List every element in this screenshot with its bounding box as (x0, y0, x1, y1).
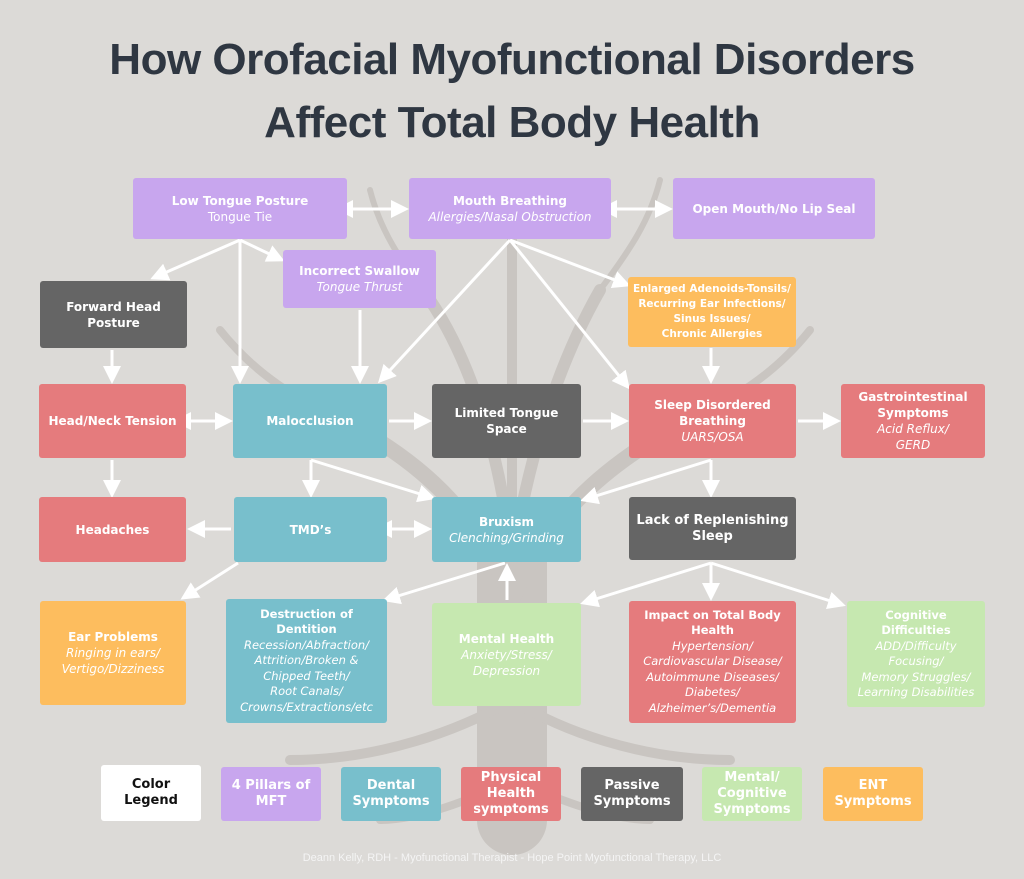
node-title: Low Tongue Posture (171, 193, 309, 208)
arrow-lacksleep-mental (580, 561, 712, 608)
legend-label: Dental Symptoms (352, 778, 430, 809)
node-lack-of-replenishing-sleep: Lack of Replenishing Sleep (629, 497, 796, 560)
node-sleep-disordered-breathing: Sleep Disordered Breathing UARS/OSA (629, 384, 796, 458)
node-open-mouth: Open Mouth/No Lip Seal (673, 178, 875, 239)
node-head-neck-tension: Head/Neck Tension (39, 384, 186, 458)
node-title: Mouth Breathing (452, 193, 567, 208)
legend-ent-symptoms: ENT Symptoms (823, 767, 923, 821)
page-title-line-2: Affect Total Body Health (264, 98, 760, 147)
legend-four-pillars: 4 Pillars of MFT (221, 767, 321, 821)
node-title: Open Mouth/No Lip Seal (692, 201, 856, 216)
node-subtitle: Acid Reflux/ GERD (877, 422, 949, 452)
arrow-bruxism-destruction (382, 561, 506, 605)
node-incorrect-swallow: Incorrect Swallow Tongue Thrust (283, 250, 436, 308)
node-subtitle: ADD/Difficulty Focusing/ Memory Struggle… (857, 638, 975, 700)
node-title: Destruction of Dentition (260, 606, 353, 637)
node-title: Mental Health (458, 631, 555, 646)
node-subtitle: Recession/Abfraction/ Attrition/Broken &… (240, 637, 373, 714)
node-title: Head/Neck Tension (48, 414, 177, 428)
legend-label: Color Legend (124, 777, 178, 808)
node-destruction-of-dentition: Destruction of Dentition Recession/Abfra… (226, 599, 387, 723)
node-title: Cognitive Difficulties (881, 607, 951, 638)
legend-label: 4 Pillars of MFT (231, 778, 311, 809)
node-malocclusion: Malocclusion (233, 384, 387, 458)
legend-mental-cognitive: Mental/ Cognitive Symptoms (702, 767, 802, 821)
arrow-mouthbreathing-adenoids (509, 238, 631, 289)
legend-label: Mental/ Cognitive Symptoms (713, 770, 791, 817)
node-limited-tongue-space: Limited Tongue Space (432, 384, 581, 458)
legend-dental-symptoms: Dental Symptoms (341, 767, 441, 821)
node-cognitive-difficulties: Cognitive Difficulties ADD/Difficulty Fo… (847, 601, 985, 707)
arrow-mouthbreathing-malocclusion (377, 238, 512, 384)
node-subtitle: Hypertension/ Cardiovascular Disease/ Au… (643, 638, 782, 715)
node-forward-head-posture: Forward Head Posture (40, 281, 187, 348)
legend-label: Physical Health symptoms (473, 770, 549, 817)
node-title: Forward Head Posture (66, 299, 161, 330)
node-title: Lack of Replenishing Sleep (636, 512, 789, 544)
node-gastrointestinal: Gastrointestinal Symptoms Acid Reflux/ G… (841, 384, 985, 458)
node-title: Ear Problems (68, 630, 158, 644)
arrow-malocclusion-bruxism (310, 458, 436, 503)
node-mental-health: Mental Health Anxiety/Stress/ Depression (432, 603, 581, 706)
legend-color-legend: Color Legend (101, 765, 201, 821)
node-subtitle: Clenching/Grinding (449, 530, 564, 545)
arrow-lowtongue-forwardhead (150, 238, 241, 281)
node-impact-total-body-health: Impact on Total Body Health Hypertension… (629, 601, 796, 723)
node-title: Enlarged Adenoids-Tonsils/ Recurring Ear… (633, 283, 791, 340)
page-title-line-1: How Orofacial Myofunctional Disorders (109, 35, 915, 84)
node-subtitle: Allergies/Nasal Obstruction (428, 209, 592, 224)
node-title: Bruxism (478, 514, 535, 529)
arrow-mouthbreathing-sleep (508, 239, 630, 390)
node-title: Headaches (75, 522, 150, 537)
legend-label: Passive Symptoms (593, 778, 671, 809)
node-tmd: TMD’s (234, 497, 387, 562)
node-title: Impact on Total Body Health (644, 607, 781, 638)
arrow-sleep-bruxism (580, 458, 712, 505)
node-subtitle: Anxiety/Stress/ Depression (461, 647, 552, 678)
node-subtitle: Tongue Tie (207, 209, 273, 224)
legend-passive-symptoms: Passive Symptoms (581, 767, 683, 821)
node-subtitle: Tongue Thrust (316, 280, 403, 294)
node-title: Gastrointestinal Symptoms (858, 390, 968, 420)
node-title: TMD’s (289, 522, 332, 537)
node-title: Incorrect Swallow (299, 264, 420, 278)
node-headaches: Headaches (39, 497, 186, 562)
legend-physical-health: Physical Health symptoms (461, 767, 561, 821)
arrow-lowtongue-swallow (239, 238, 285, 262)
node-bruxism: Bruxism Clenching/Grinding (432, 497, 581, 562)
node-mouth-breathing: Mouth Breathing Allergies/Nasal Obstruct… (409, 178, 611, 239)
node-low-tongue-posture: Low Tongue Posture Tongue Tie (133, 178, 347, 239)
node-subtitle: UARS/OSA (681, 430, 744, 444)
arrow-tmd-earproblems (180, 561, 239, 600)
arrow-lacksleep-cognitive (710, 561, 846, 610)
node-title: Malocclusion (266, 414, 354, 428)
node-title: Limited Tongue Space (454, 406, 559, 436)
node-enlarged-adenoids: Enlarged Adenoids-Tonsils/ Recurring Ear… (628, 277, 796, 347)
node-title: Sleep Disordered Breathing (654, 398, 771, 428)
node-subtitle: Ringing in ears/ Vertigo/Dizziness (61, 646, 165, 676)
footer-credit: Deann Kelly, RDH - Myofunctional Therapi… (302, 852, 722, 864)
node-ear-problems: Ear Problems Ringing in ears/ Vertigo/Di… (40, 601, 186, 705)
legend-label: ENT Symptoms (834, 778, 912, 809)
